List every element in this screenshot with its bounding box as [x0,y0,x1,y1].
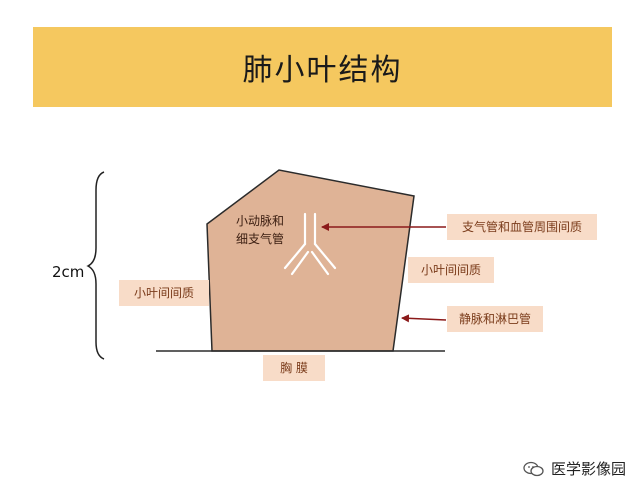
label-peribronchovascular: 支气管和血管周围间质 [461,220,582,234]
watermark-text: 医学影像园 [550,460,626,478]
arrow-veins-lymph [401,314,447,323]
label-right-interlobular: 小叶间间质 [420,263,481,277]
wechat-icon [523,461,544,476]
label-left-interlobular: 小叶间间质 [133,286,194,300]
label-box-peribronchovascular: 支气管和血管周围间质 [447,214,597,240]
label-box-pleura: 胸 膜 [263,355,325,381]
label-box-veins-lymph: 静脉和淋巴管 [447,306,543,332]
label-veins-lymph: 静脉和淋巴管 [458,312,531,326]
watermark: 医学影像园 [523,458,626,479]
bronchiole-icon [283,212,337,276]
label-arteriole-line2: 细支气管 [236,232,285,246]
page-title: 肺小叶结构 [242,53,403,88]
label-box-right-interlobular: 小叶间间质 [408,257,494,283]
scale-brace [86,171,105,360]
label-box-left-interlobular: 小叶间间质 [119,280,209,306]
label-arteriole-bronchiole: 小动脉和 细支气管 [236,212,284,248]
label-pleura: 胸 膜 [280,361,308,375]
label-arteriole-line1: 小动脉和 [236,214,285,228]
scale-label: 2cm [52,263,85,281]
title-banner: 肺小叶结构 [33,27,612,107]
lobule-shape [206,169,415,352]
